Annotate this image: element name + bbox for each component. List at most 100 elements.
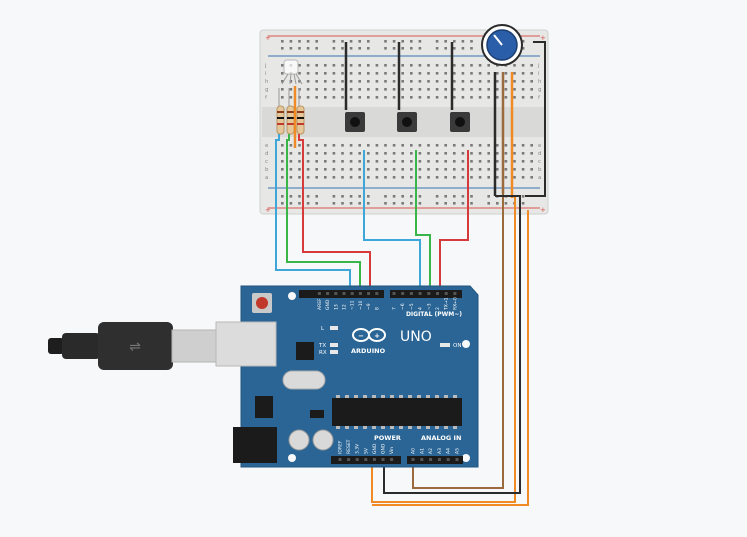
terminal-hole[interactable] bbox=[324, 144, 327, 147]
terminal-hole[interactable] bbox=[281, 176, 284, 179]
terminal-hole[interactable] bbox=[324, 72, 327, 75]
terminal-hole[interactable] bbox=[306, 64, 310, 67]
terminal-hole[interactable] bbox=[315, 88, 318, 91]
rail-hole[interactable] bbox=[392, 202, 396, 205]
terminal-hole[interactable] bbox=[375, 144, 379, 147]
digital-socket[interactable] bbox=[392, 292, 396, 295]
terminal-hole[interactable] bbox=[418, 168, 422, 171]
terminal-hole[interactable] bbox=[530, 144, 533, 147]
terminal-hole[interactable] bbox=[418, 80, 422, 83]
terminal-hole[interactable] bbox=[418, 96, 422, 99]
usb-cable[interactable]: ⇌ bbox=[48, 322, 218, 370]
terminal-hole[interactable] bbox=[435, 88, 439, 91]
terminal-hole[interactable] bbox=[392, 80, 396, 83]
rail-hole[interactable] bbox=[367, 195, 370, 198]
terminal-hole[interactable] bbox=[530, 80, 533, 83]
terminal-hole[interactable] bbox=[358, 64, 361, 67]
terminal-hole[interactable] bbox=[513, 96, 516, 99]
rail-hole[interactable] bbox=[341, 40, 344, 43]
terminal-hole[interactable] bbox=[401, 160, 404, 163]
terminal-hole[interactable] bbox=[504, 80, 508, 83]
rail-hole[interactable] bbox=[410, 195, 413, 198]
rail-hole[interactable] bbox=[298, 202, 301, 205]
rail-hole[interactable] bbox=[341, 47, 344, 50]
terminal-hole[interactable] bbox=[384, 160, 387, 163]
terminal-hole[interactable] bbox=[341, 72, 344, 75]
terminal-hole[interactable] bbox=[470, 176, 473, 179]
terminal-hole[interactable] bbox=[521, 72, 525, 75]
terminal-hole[interactable] bbox=[427, 160, 430, 163]
terminal-hole[interactable] bbox=[367, 144, 370, 147]
rail-hole[interactable] bbox=[444, 47, 447, 50]
rail-hole[interactable] bbox=[444, 202, 447, 205]
terminal-hole[interactable] bbox=[427, 80, 430, 83]
rail-hole[interactable] bbox=[306, 40, 310, 43]
terminal-hole[interactable] bbox=[349, 64, 353, 67]
terminal-hole[interactable] bbox=[375, 72, 379, 75]
rgb-led[interactable] bbox=[281, 59, 303, 85]
terminal-hole[interactable] bbox=[384, 168, 387, 171]
terminal-hole[interactable] bbox=[341, 80, 344, 83]
rail-hole[interactable] bbox=[341, 195, 344, 198]
terminal-hole[interactable] bbox=[375, 176, 379, 179]
terminal-hole[interactable] bbox=[435, 160, 439, 163]
terminal-hole[interactable] bbox=[401, 176, 404, 179]
terminal-hole[interactable] bbox=[521, 144, 525, 147]
terminal-hole[interactable] bbox=[384, 152, 387, 155]
terminal-hole[interactable] bbox=[478, 144, 482, 147]
terminal-hole[interactable] bbox=[444, 64, 447, 67]
rail-hole[interactable] bbox=[410, 202, 413, 205]
terminal-hole[interactable] bbox=[461, 64, 465, 67]
terminal-hole[interactable] bbox=[315, 152, 318, 155]
digital-socket[interactable] bbox=[350, 292, 354, 295]
rail-hole[interactable] bbox=[392, 195, 396, 198]
terminal-hole[interactable] bbox=[332, 72, 336, 75]
terminal-hole[interactable] bbox=[470, 80, 473, 83]
terminal-hole[interactable] bbox=[281, 144, 284, 147]
terminal-hole[interactable] bbox=[487, 96, 490, 99]
rail-hole[interactable] bbox=[306, 195, 310, 198]
rail-hole[interactable] bbox=[410, 40, 413, 43]
terminal-hole[interactable] bbox=[315, 96, 318, 99]
rail-hole[interactable] bbox=[367, 40, 370, 43]
wire-blue-button[interactable] bbox=[363, 150, 421, 297]
terminal-hole[interactable] bbox=[289, 160, 293, 163]
digital-socket[interactable] bbox=[444, 292, 448, 295]
terminal-hole[interactable] bbox=[521, 96, 525, 99]
terminal-hole[interactable] bbox=[401, 144, 404, 147]
rail-hole[interactable] bbox=[298, 195, 301, 198]
terminal-hole[interactable] bbox=[358, 80, 361, 83]
pushbutton-3[interactable] bbox=[450, 112, 470, 132]
terminal-hole[interactable] bbox=[410, 72, 413, 75]
terminal-hole[interactable] bbox=[470, 88, 473, 91]
wire-orange-rail[interactable] bbox=[372, 210, 529, 506]
pushbutton-1[interactable] bbox=[345, 112, 365, 132]
terminal-hole[interactable] bbox=[375, 96, 379, 99]
wire-red-led[interactable] bbox=[298, 134, 371, 297]
terminal-hole[interactable] bbox=[358, 152, 361, 155]
terminal-hole[interactable] bbox=[521, 88, 525, 91]
terminal-hole[interactable] bbox=[367, 88, 370, 91]
terminal-hole[interactable] bbox=[367, 168, 370, 171]
terminal-hole[interactable] bbox=[332, 176, 336, 179]
terminal-hole[interactable] bbox=[324, 64, 327, 67]
terminal-hole[interactable] bbox=[435, 168, 439, 171]
power-socket[interactable] bbox=[381, 458, 385, 461]
terminal-hole[interactable] bbox=[289, 80, 293, 83]
rail-hole[interactable] bbox=[453, 202, 456, 205]
rail-hole[interactable] bbox=[470, 40, 473, 43]
terminal-hole[interactable] bbox=[530, 176, 533, 179]
resistor-1[interactable] bbox=[276, 105, 285, 135]
terminal-hole[interactable] bbox=[513, 88, 516, 91]
terminal-hole[interactable] bbox=[349, 88, 353, 91]
digital-socket[interactable] bbox=[427, 292, 431, 295]
rail-hole[interactable] bbox=[521, 202, 525, 205]
terminal-hole[interactable] bbox=[341, 88, 344, 91]
rail-hole[interactable] bbox=[315, 195, 318, 198]
digital-socket[interactable] bbox=[453, 292, 457, 295]
terminal-hole[interactable] bbox=[530, 64, 533, 67]
terminal-hole[interactable] bbox=[367, 72, 370, 75]
terminal-hole[interactable] bbox=[427, 144, 430, 147]
digital-socket[interactable] bbox=[334, 292, 338, 295]
